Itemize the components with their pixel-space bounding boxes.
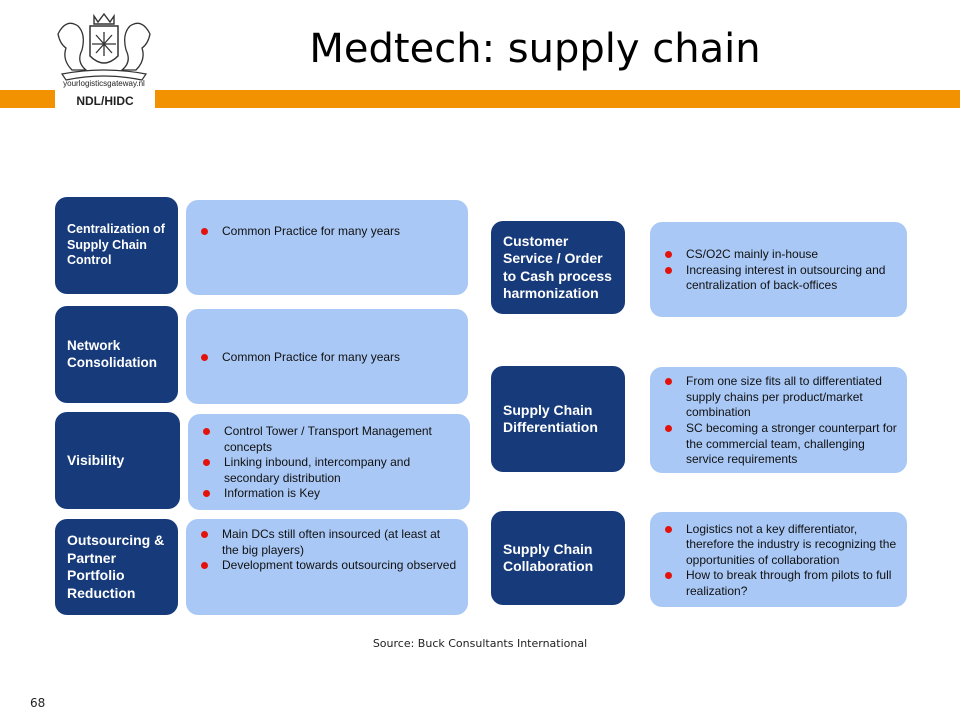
bullet-item: Main DCs still often insourced (at least…: [198, 527, 458, 558]
detail-box-collaboration: Logistics not a key differentiator, ther…: [650, 512, 907, 607]
category-customer-service: Customer Service / Order to Cash process…: [491, 221, 625, 314]
page-number: 68: [30, 696, 46, 710]
bullet-item: Information is Key: [200, 486, 460, 502]
bullet-item: SC becoming a stronger counterpart for t…: [662, 421, 897, 468]
bullet-list: CS/O2C mainly in-house Increasing intere…: [662, 247, 897, 294]
bullet-item: Common Practice for many years: [198, 224, 400, 240]
category-outsourcing: Outsourcing & Partner Portfolio Reductio…: [55, 519, 178, 615]
category-network-consolidation: Network Consolidation: [55, 306, 178, 403]
detail-box-outsourcing: Main DCs still often insourced (at least…: [186, 519, 468, 615]
category-label: Customer Service / Order to Cash process…: [503, 232, 612, 302]
category-visibility: Visibility: [55, 412, 180, 509]
detail-box-customer-service: CS/O2C mainly in-house Increasing intere…: [650, 222, 907, 317]
bullet-item: Development towards outsourcing observed: [198, 558, 458, 574]
category-label: Supply Chain Differentiation: [503, 401, 598, 436]
bullet-item: Linking inbound, intercompany and second…: [200, 455, 460, 486]
category-label: Centralization of Supply Chain Control: [67, 222, 165, 268]
detail-box-differentiation: From one size fits all to differentiated…: [650, 367, 907, 473]
bullet-item: How to break through from pilots to full…: [662, 568, 897, 599]
page-title: Medtech: supply chain: [309, 26, 761, 72]
bullet-list: Logistics not a key differentiator, ther…: [662, 522, 897, 600]
detail-box-centralization: Common Practice for many years: [186, 200, 468, 295]
bullet-list: Common Practice for many years: [198, 350, 400, 366]
logo-tag: NDL/HIDC: [55, 90, 155, 112]
logo-url-text: yourlogisticsgateway.nl: [63, 79, 145, 88]
bullet-item: Common Practice for many years: [198, 350, 400, 366]
bullet-list: Main DCs still often insourced (at least…: [198, 527, 458, 574]
category-label: Visibility: [67, 451, 125, 468]
category-collaboration: Supply Chain Collaboration: [491, 511, 625, 605]
bullet-item: From one size fits all to differentiated…: [662, 374, 897, 421]
bullet-item: Increasing interest in outsourcing and c…: [662, 263, 897, 294]
bullet-item: Control Tower / Transport Management con…: [200, 424, 460, 455]
category-label: Supply Chain Collaboration: [503, 540, 594, 575]
category-differentiation: Supply Chain Differentiation: [491, 366, 625, 472]
bullet-list: Common Practice for many years: [198, 224, 400, 240]
source-note: Source: Buck Consultants International: [372, 637, 588, 650]
coat-of-arms-logo: [54, 12, 154, 82]
header-bar: [0, 90, 960, 108]
bullet-item: Logistics not a key differentiator, ther…: [662, 522, 897, 569]
bullet-list: Control Tower / Transport Management con…: [200, 424, 460, 502]
detail-box-network-consolidation: Common Practice for many years: [186, 309, 468, 404]
category-label: Outsourcing & Partner Portfolio Reductio…: [67, 532, 165, 601]
bullet-item: CS/O2C mainly in-house: [662, 247, 897, 263]
category-centralization: Centralization of Supply Chain Control: [55, 197, 178, 294]
bullet-list: From one size fits all to differentiated…: [662, 374, 897, 468]
category-label: Network Consolidation: [67, 337, 157, 370]
detail-box-visibility: Control Tower / Transport Management con…: [188, 414, 470, 510]
